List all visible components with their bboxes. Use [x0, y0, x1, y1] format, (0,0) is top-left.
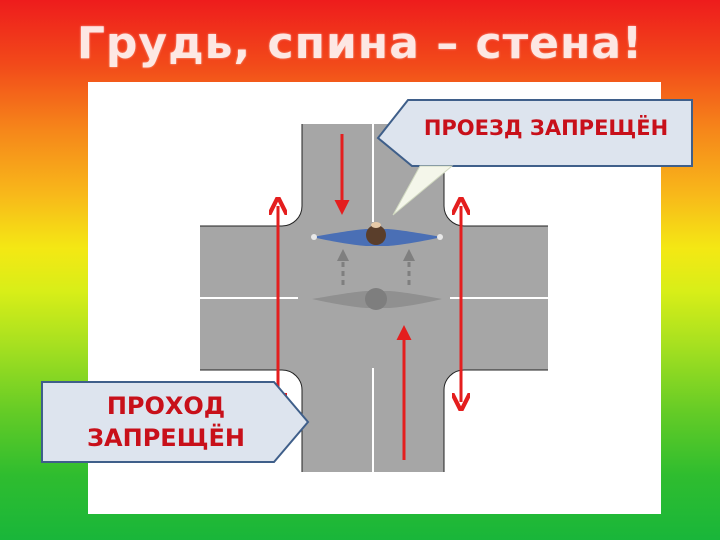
no-pedestrians-label-line1: ПРОХОД: [106, 392, 226, 420]
pedestrian-callout-bubble: [41, 381, 310, 463]
traffic-officer-icon: [311, 222, 443, 246]
speech-bubble-callout-icon: [376, 99, 693, 216]
traffic-officer-previous-icon: [312, 288, 442, 310]
allowed-vehicle-arrows: [334, 134, 412, 460]
no-pedestrians-label: ПРОХОД ЗАПРЕЩЁН: [48, 390, 284, 454]
allowed-pedestrian-arrows: [278, 206, 461, 402]
turn-direction-arrows: [337, 249, 415, 285]
no-pedestrians-label-line2: ЗАПРЕЩЁН: [87, 424, 245, 452]
no-vehicles-label: ПРОЕЗД ЗАПРЕЩЁН: [423, 116, 669, 140]
slide-title: Грудь, спина – стена!: [76, 18, 644, 69]
